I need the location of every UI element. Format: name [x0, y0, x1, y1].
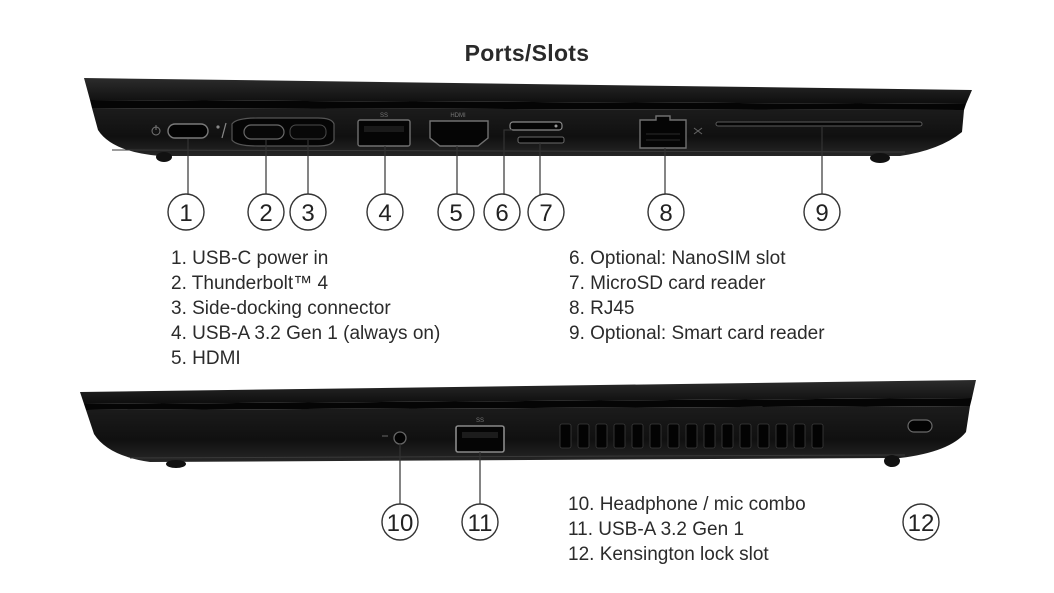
nanosim-slot — [509, 121, 563, 131]
usb-a-tongue-2 — [462, 432, 498, 438]
svg-text:9: 9 — [815, 200, 828, 227]
svg-text:3: 3 — [301, 200, 314, 227]
legend-item-1: 1. USB-C power in — [171, 248, 329, 269]
lid-top-2 — [80, 380, 976, 404]
callout-9: 9 — [803, 193, 841, 231]
thunderbolt-icon — [221, 122, 227, 139]
usb-a-port-2 — [455, 425, 505, 453]
legend-item-4: 4. USB-A 3.2 Gen 1 (always on) — [171, 323, 441, 344]
kensington-lock-slot — [907, 419, 933, 433]
hdmi-port-label: HDMI — [450, 113, 466, 119]
callout-5: 5 — [437, 193, 475, 231]
legend-item-7: 7. MicroSD card reader — [569, 273, 766, 294]
leader-lines-top — [187, 126, 823, 195]
callout-1: 1 — [167, 193, 205, 231]
base-body-2 — [86, 406, 970, 462]
svg-text:5: 5 — [449, 200, 462, 227]
legend-item-12: 12. Kensington lock slot — [568, 544, 769, 565]
diagram-title: Ports/Slots — [464, 40, 590, 66]
legend-item-6: 6. Optional: NanoSIM slot — [569, 248, 786, 269]
base-body — [92, 108, 964, 156]
rj45-port — [639, 115, 687, 149]
legend-item-11: 11. USB-A 3.2 Gen 1 — [568, 519, 745, 540]
svg-text:4: 4 — [378, 200, 391, 227]
legend-item-8: 8. RJ45 — [569, 298, 635, 319]
network-icon — [693, 127, 703, 135]
foot-left-2 — [166, 460, 186, 468]
laptop-left-side: SS HDMI — [84, 78, 972, 195]
power-icon — [151, 125, 161, 136]
base-edge — [111, 149, 906, 153]
svg-text:6: 6 — [495, 200, 508, 227]
legend-item-2: 2. Thunderbolt™ 4 — [171, 273, 329, 294]
callout-10: 10 — [381, 503, 419, 541]
laptop-right-side: SS — [80, 380, 976, 505]
legend-item-10: 10. Headphone / mic combo — [568, 494, 806, 515]
usb-port-label: SS — [380, 113, 388, 119]
docking-port — [289, 124, 327, 140]
callout-6: 6 — [483, 193, 521, 231]
led-dot — [216, 125, 220, 129]
legend-item-9: 9. Optional: Smart card reader — [569, 323, 825, 344]
callouts-bottom: 10 11 12 — [381, 503, 940, 541]
usb-c-port — [167, 123, 209, 139]
svg-text:11: 11 — [468, 510, 493, 537]
callout-4: 4 — [366, 193, 404, 231]
foot-left — [156, 152, 172, 162]
base-edge-2 — [129, 454, 906, 459]
callout-8: 8 — [647, 193, 685, 231]
callouts-top: 1 2 3 4 5 6 7 8 9 — [167, 193, 841, 231]
headphone-jack — [393, 431, 407, 445]
lid-seam — [90, 100, 966, 110]
leader-lines-bottom — [399, 444, 481, 505]
legend-item-5: 5. HDMI — [171, 348, 241, 369]
usb-port-label-2: SS — [476, 418, 484, 424]
legend-item-3: 3. Side-docking connector — [171, 298, 391, 319]
cooling-vents — [559, 423, 824, 449]
thunderbolt-4-port — [243, 124, 285, 140]
callout-12: 12 — [902, 503, 940, 541]
lid-top — [84, 78, 972, 104]
rj45-contacts — [646, 133, 680, 141]
callout-11: 11 — [461, 503, 499, 541]
svg-text:8: 8 — [659, 200, 672, 227]
svg-text:1: 1 — [179, 200, 192, 227]
foot-right — [870, 153, 890, 163]
legend-list-left: 1. USB-C power in 2. Thunderbolt™ 4 3. S… — [171, 246, 440, 371]
svg-text:7: 7 — [539, 200, 552, 227]
svg-text:10: 10 — [387, 510, 414, 537]
foot-right-2 — [884, 455, 900, 467]
usb-a-port — [357, 119, 411, 147]
legend-list-bottom: 10. Headphone / mic combo 11. USB-A 3.2 … — [568, 492, 806, 567]
callout-7: 7 — [527, 193, 565, 231]
svg-text:12: 12 — [908, 510, 935, 537]
hdmi-port — [429, 120, 489, 147]
smart-card-slot — [715, 121, 923, 127]
microsd-slot — [517, 136, 565, 144]
callout-3: 3 — [289, 193, 327, 231]
sim-eject-hole — [554, 124, 558, 128]
usb-a-tongue — [364, 126, 404, 132]
svg-text:2: 2 — [259, 200, 272, 227]
callout-2: 2 — [247, 193, 285, 231]
lid-seam-2 — [84, 398, 972, 410]
legend-list-middle: 6. Optional: NanoSIM slot 7. MicroSD car… — [569, 246, 825, 346]
